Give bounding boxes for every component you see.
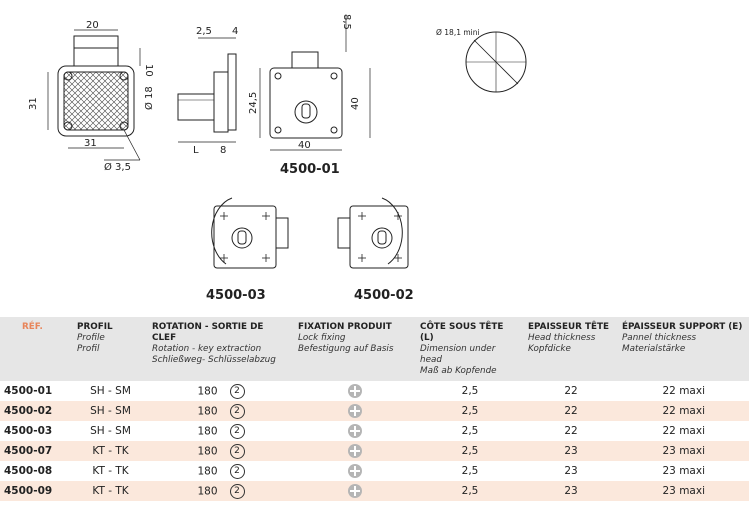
cross-screw-icon bbox=[348, 444, 362, 458]
cell-tete: 22 bbox=[564, 385, 578, 397]
cross-screw-icon bbox=[348, 424, 362, 438]
back-view-drawing bbox=[259, 16, 371, 151]
cell-support: 22 maxi bbox=[662, 385, 706, 397]
cell-cote: 2,5 bbox=[416, 481, 524, 501]
cross-screw-icon bbox=[348, 464, 362, 478]
dim-40-right: 40 bbox=[350, 97, 361, 110]
cell-fixation bbox=[294, 381, 416, 401]
dim-24-5: 24,5 bbox=[248, 92, 259, 114]
cell-tete: 23 bbox=[524, 441, 618, 461]
dim-10: 10 bbox=[143, 64, 154, 77]
circled-number-icon: 2 bbox=[229, 463, 245, 479]
cell-ref: 4500-09 bbox=[0, 481, 73, 501]
cell-cote: 2,5 bbox=[416, 401, 524, 421]
cross-screw-icon bbox=[348, 404, 362, 418]
cell-tete: 22 bbox=[524, 401, 618, 421]
technical-drawings: 20 10 31 31 Ø 3,5 2,5 4 Ø 18 L 8 8,5 24,… bbox=[28, 14, 527, 269]
cell-profil: KT - TK bbox=[92, 465, 129, 477]
cell-support: 23 maxi bbox=[662, 465, 706, 477]
circled-number-icon: 2 bbox=[229, 483, 245, 499]
circled-number-icon: 2 bbox=[229, 423, 245, 439]
cell-fixation bbox=[294, 421, 416, 441]
cell-profil: KT - TK bbox=[73, 441, 148, 461]
cell-profil: SH - SM bbox=[73, 401, 148, 421]
cross-screw-icon bbox=[348, 484, 362, 498]
cell-fixation bbox=[294, 401, 416, 421]
dim-8-5: 8,5 bbox=[341, 14, 352, 30]
cross-screw-icon bbox=[348, 384, 362, 398]
cell-ref: 4500-01 bbox=[4, 385, 53, 397]
cell-tete: 22 bbox=[564, 425, 578, 437]
ref-label-left: 4500-03 bbox=[206, 288, 266, 303]
variant-4500-03-drawing bbox=[211, 197, 289, 269]
cell-ref: 4500-07 bbox=[0, 441, 73, 461]
cell-profil: KT - TK bbox=[73, 481, 148, 501]
cell-tete: 23 bbox=[564, 465, 578, 477]
cell-profil: SH - SM bbox=[90, 425, 131, 437]
header-ref: RÉF. bbox=[0, 317, 73, 381]
hole-circle-drawing bbox=[465, 31, 527, 93]
circled-number-icon: 2 bbox=[229, 383, 245, 399]
dim-31-bottom: 31 bbox=[84, 138, 97, 149]
ref-label-right: 4500-02 bbox=[354, 288, 414, 303]
circled-number-icon: 2 bbox=[229, 403, 245, 419]
ref-label-main: 4500-01 bbox=[280, 162, 340, 177]
cell-support: 23 maxi bbox=[618, 481, 749, 501]
cell-cote: 2,5 bbox=[461, 385, 479, 397]
dim-diam-18: Ø 18 bbox=[143, 86, 155, 110]
dim-diam-18-1: Ø 18,1 mini bbox=[436, 28, 480, 37]
cell-ref: 4500-08 bbox=[4, 465, 53, 477]
dim-4: 4 bbox=[232, 26, 238, 37]
cell-support: 23 maxi bbox=[618, 441, 749, 461]
dim-8: 8 bbox=[220, 145, 226, 156]
cell-profil: SH - SM bbox=[90, 385, 131, 397]
dim-20: 20 bbox=[86, 20, 99, 31]
cell-support: 22 maxi bbox=[662, 425, 706, 437]
dim-31-left: 31 bbox=[28, 97, 39, 110]
cell-fixation bbox=[294, 441, 416, 461]
cell-cote: 2,5 bbox=[461, 425, 479, 437]
cell-cote: 2,5 bbox=[461, 465, 479, 477]
dim-2-5: 2,5 bbox=[196, 26, 212, 37]
variant-4500-02-drawing bbox=[337, 197, 409, 269]
dim-diam-3-5: Ø 3,5 bbox=[104, 161, 131, 173]
cell-fixation bbox=[294, 461, 416, 481]
cell-ref: 4500-03 bbox=[4, 425, 53, 437]
side-view-drawing bbox=[177, 37, 237, 143]
cell-ref: 4500-02 bbox=[0, 401, 73, 421]
dim-40-bottom: 40 bbox=[298, 140, 311, 151]
cell-cote: 2,5 bbox=[416, 441, 524, 461]
circled-number-icon: 2 bbox=[229, 443, 245, 459]
dim-l: L bbox=[193, 145, 199, 156]
cell-support: 22 maxi bbox=[618, 401, 749, 421]
front-view-drawing bbox=[47, 29, 141, 161]
cell-tete: 23 bbox=[524, 481, 618, 501]
cell-fixation bbox=[294, 481, 416, 501]
